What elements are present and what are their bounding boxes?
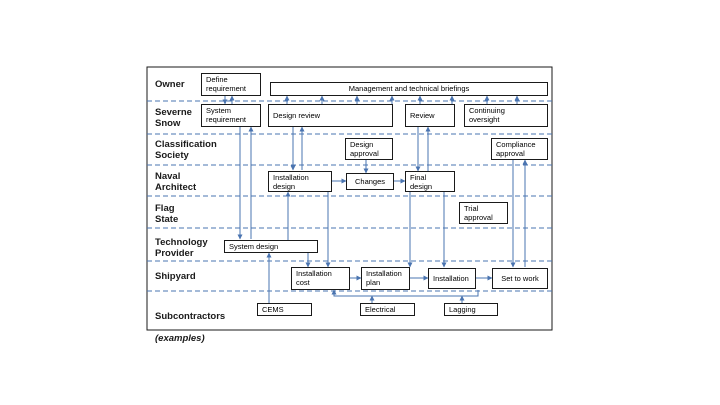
lane-label-subcontractors: Subcontractors (examples) bbox=[155, 300, 225, 344]
box-trial-approval: Trial approval bbox=[459, 202, 508, 224]
box-continuing-oversight: Continuing oversight bbox=[464, 104, 548, 127]
box-lagging: Lagging bbox=[444, 303, 498, 316]
box-system-requirement: System requirement bbox=[201, 104, 261, 127]
box-electrical: Electrical bbox=[360, 303, 415, 316]
lane-label-owner: Owner bbox=[155, 79, 185, 90]
lane-label-technology-provider: Technology Provider bbox=[155, 237, 208, 259]
lane-label-classification-society: Classification Society bbox=[155, 139, 217, 161]
box-management-briefings: Management and technical briefings bbox=[270, 82, 548, 96]
diagram-frame bbox=[146, 66, 553, 331]
lane-label-severne-snow: Severne Snow bbox=[155, 107, 192, 129]
lane-label-flag-state: Flag State bbox=[155, 203, 179, 225]
box-installation-cost: Installation cost bbox=[291, 267, 350, 290]
box-system-design: System design bbox=[224, 240, 318, 253]
box-final-design: Final design bbox=[405, 171, 455, 192]
lane-label-shipyard: Shipyard bbox=[155, 271, 196, 282]
box-installation: Installation bbox=[428, 268, 476, 289]
box-design-review: Design review bbox=[268, 104, 393, 127]
box-installation-design: Installation design bbox=[268, 171, 332, 192]
box-define-requirement: Define requirement bbox=[201, 73, 261, 96]
box-set-to-work: Set to work bbox=[492, 268, 548, 289]
lane-label-naval-architect: Naval Architect bbox=[155, 171, 197, 193]
box-installation-plan: Installation plan bbox=[361, 267, 410, 290]
box-compliance-approval: Compliance approval bbox=[491, 138, 548, 160]
flow-arrows bbox=[222, 95, 528, 303]
lane-label-subcontractors-sub: (examples) bbox=[155, 333, 205, 344]
box-review: Review bbox=[405, 104, 455, 127]
box-cems: CEMS bbox=[257, 303, 312, 316]
lane-label-subcontractors-main: Subcontractors bbox=[155, 311, 226, 322]
lane-dividers bbox=[147, 100, 552, 292]
box-changes: Changes bbox=[346, 173, 394, 190]
box-design-approval: Design approval bbox=[345, 138, 393, 160]
